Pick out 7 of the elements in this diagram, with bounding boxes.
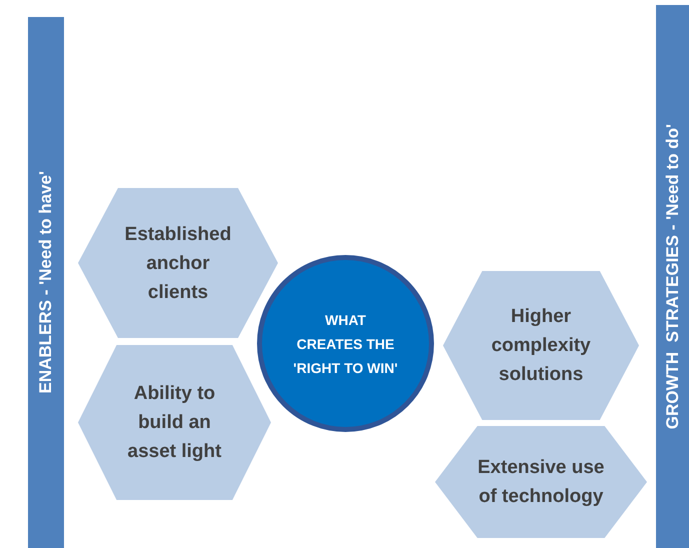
hexagon-label: Extensive use of technology <box>476 456 606 509</box>
hexagon-label: Ability to build an asset light <box>126 382 222 464</box>
hexagon-label: Higher complexity solutions <box>490 305 592 387</box>
hexagon-label: Established anchor clients <box>124 222 232 304</box>
banner-title: ENABLERS - 'Need to have' <box>36 171 56 394</box>
center-text: WHAT CREATES THE 'RIGHT TO WIN' <box>293 310 398 378</box>
banner-title: GROWTH STRATEGIES - 'Need to do' <box>662 124 682 430</box>
